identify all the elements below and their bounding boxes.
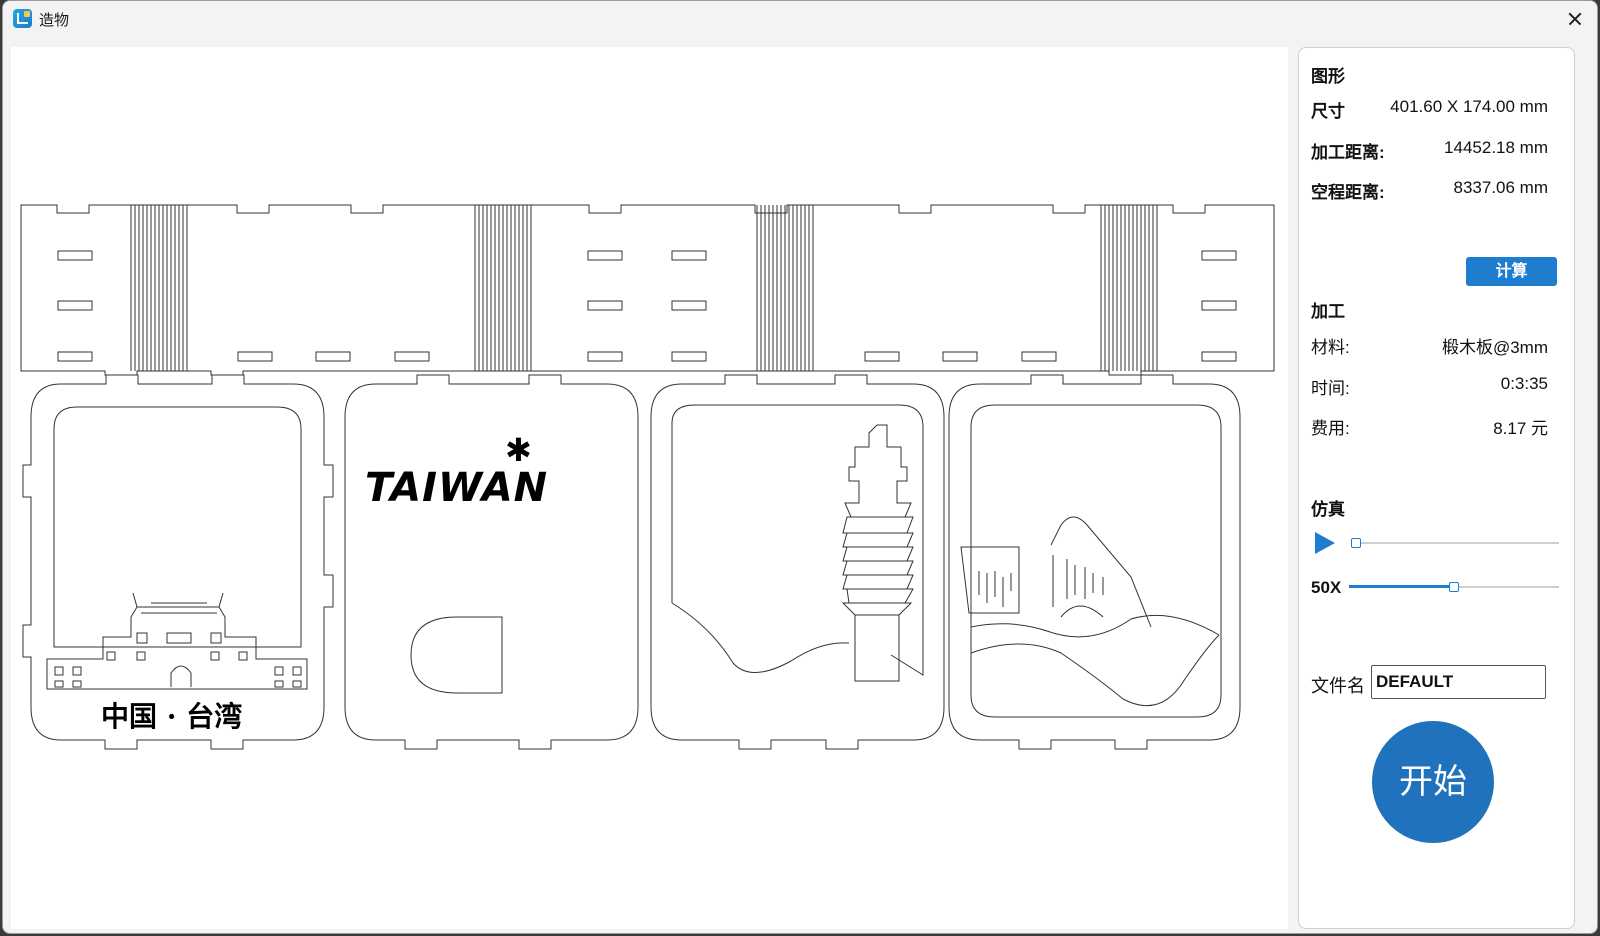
simulation-section-title: 仿真 [1311, 500, 1345, 519]
simulation-progress-handle[interactable] [1351, 538, 1361, 548]
speed-slider-fill [1349, 585, 1454, 588]
start-button[interactable]: 开始 [1372, 721, 1494, 843]
cut-distance-value: 14452.18 mm [1444, 138, 1548, 157]
close-icon[interactable] [1555, 1, 1593, 37]
design-canvas[interactable]: TAIWAN ✱ 中国 · 台湾 [11, 47, 1288, 929]
control-panel: 图形 尺寸 401.60 X 174.00 mm 加工距离: 14452.18 … [1298, 47, 1575, 929]
panel-2-outline [344, 374, 639, 750]
play-icon[interactable] [1315, 532, 1335, 554]
material-label: 材料: [1311, 338, 1350, 357]
flower-icon: ✱ [505, 431, 532, 469]
process-section-title: 加工 [1311, 302, 1345, 321]
living-hinge [130, 205, 188, 371]
engraving-taiwan: TAIWAN [365, 465, 549, 511]
window-title: 造物 [39, 12, 70, 29]
cost-value: 8.17 元 [1493, 419, 1548, 438]
panel-3-outline [650, 374, 945, 750]
app-logo-accent [24, 11, 30, 17]
material-value: 椴木板@3mm [1441, 338, 1548, 357]
panel-4-outline [948, 374, 1241, 750]
title-bar: 造物 [3, 1, 1597, 39]
top-strip-outline [20, 204, 1275, 376]
laser-cut-design [20, 204, 1275, 750]
living-hinge [756, 205, 814, 371]
size-value: 401.60 X 174.00 mm [1390, 97, 1548, 116]
engraving-china-taiwan: 中国 · 台湾 [101, 700, 243, 733]
living-hinge [1100, 205, 1158, 371]
shape-section-title: 图形 [1311, 67, 1345, 86]
app-logo-mark [17, 13, 28, 24]
simulation-progress-track[interactable] [1351, 542, 1559, 544]
time-label: 时间: [1311, 379, 1350, 398]
speed-slider-handle[interactable] [1449, 582, 1459, 592]
app-logo-icon [13, 9, 32, 28]
filename-input[interactable] [1371, 665, 1546, 699]
panel-2-cutout [410, 616, 503, 694]
travel-distance-value: 8337.06 mm [1453, 178, 1549, 197]
living-hinge [474, 205, 532, 371]
cost-label: 费用: [1311, 419, 1350, 438]
travel-distance-label: 空程距离: [1311, 183, 1385, 202]
panel-1-outline [22, 374, 334, 750]
size-label: 尺寸 [1311, 102, 1345, 121]
speed-label: 50X [1311, 578, 1342, 597]
cut-distance-label: 加工距离: [1311, 143, 1385, 162]
filename-label: 文件名 [1311, 676, 1365, 696]
calculate-button[interactable]: 计算 [1466, 257, 1557, 286]
time-value: 0:3:35 [1500, 374, 1548, 393]
